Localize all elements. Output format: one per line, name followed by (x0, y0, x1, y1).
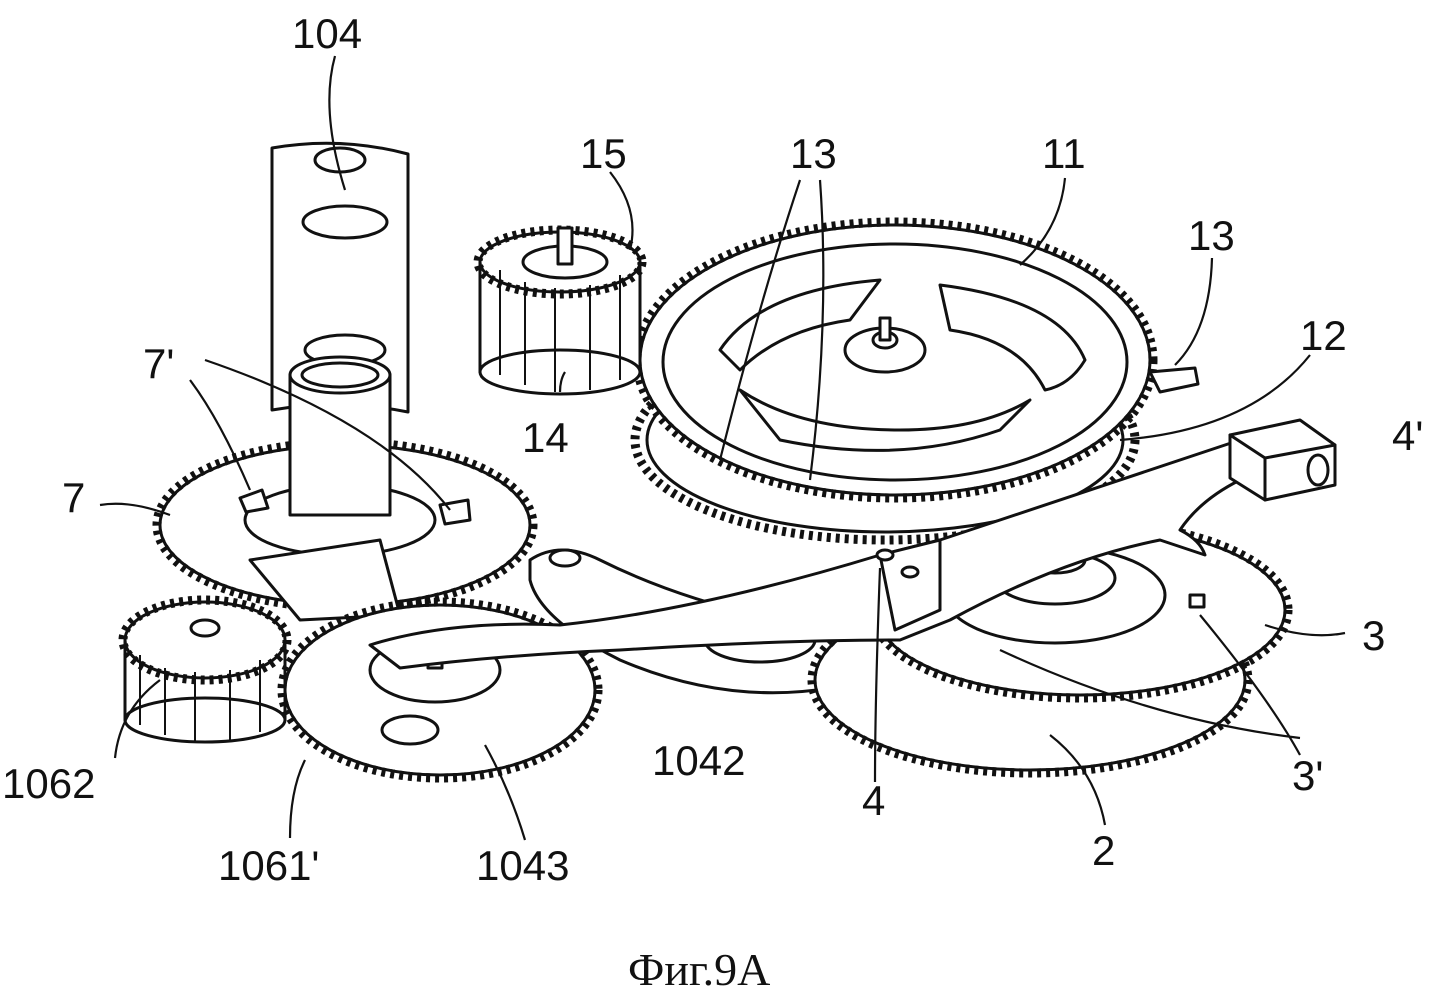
label-14: 14 (522, 414, 569, 461)
pinion-15 (473, 225, 647, 396)
label-4-prime: 4' (1392, 412, 1423, 459)
labels: 104 15 13 11 13 12 4' 7' 7 14 3 3' 1062 … (2, 10, 1423, 995)
arm-4 (368, 418, 1337, 670)
wheel-11 (632, 217, 1200, 503)
label-104: 104 (292, 10, 362, 57)
label-15: 15 (580, 130, 627, 177)
label-1043: 1043 (476, 842, 569, 889)
label-11: 11 (1042, 130, 1086, 177)
label-1062: 1062 (2, 760, 95, 807)
column-104 (270, 141, 410, 414)
label-1061-prime: 1061' (218, 842, 319, 889)
label-7: 7 (62, 474, 85, 521)
pinion-1062 (118, 595, 292, 744)
sleeve (288, 355, 392, 517)
figure-caption: Фиг.9А (628, 944, 770, 995)
label-4: 4 (862, 777, 885, 824)
label-3-prime: 3' (1292, 752, 1323, 799)
label-13-right: 13 (1188, 212, 1235, 259)
label-2: 2 (1092, 827, 1115, 874)
label-1042: 1042 (652, 737, 745, 784)
label-13-top: 13 (790, 130, 837, 177)
leader-lines (99, 55, 1346, 841)
label-3: 3 (1362, 612, 1385, 659)
label-7-prime: 7' (143, 340, 174, 387)
label-12: 12 (1300, 312, 1347, 359)
